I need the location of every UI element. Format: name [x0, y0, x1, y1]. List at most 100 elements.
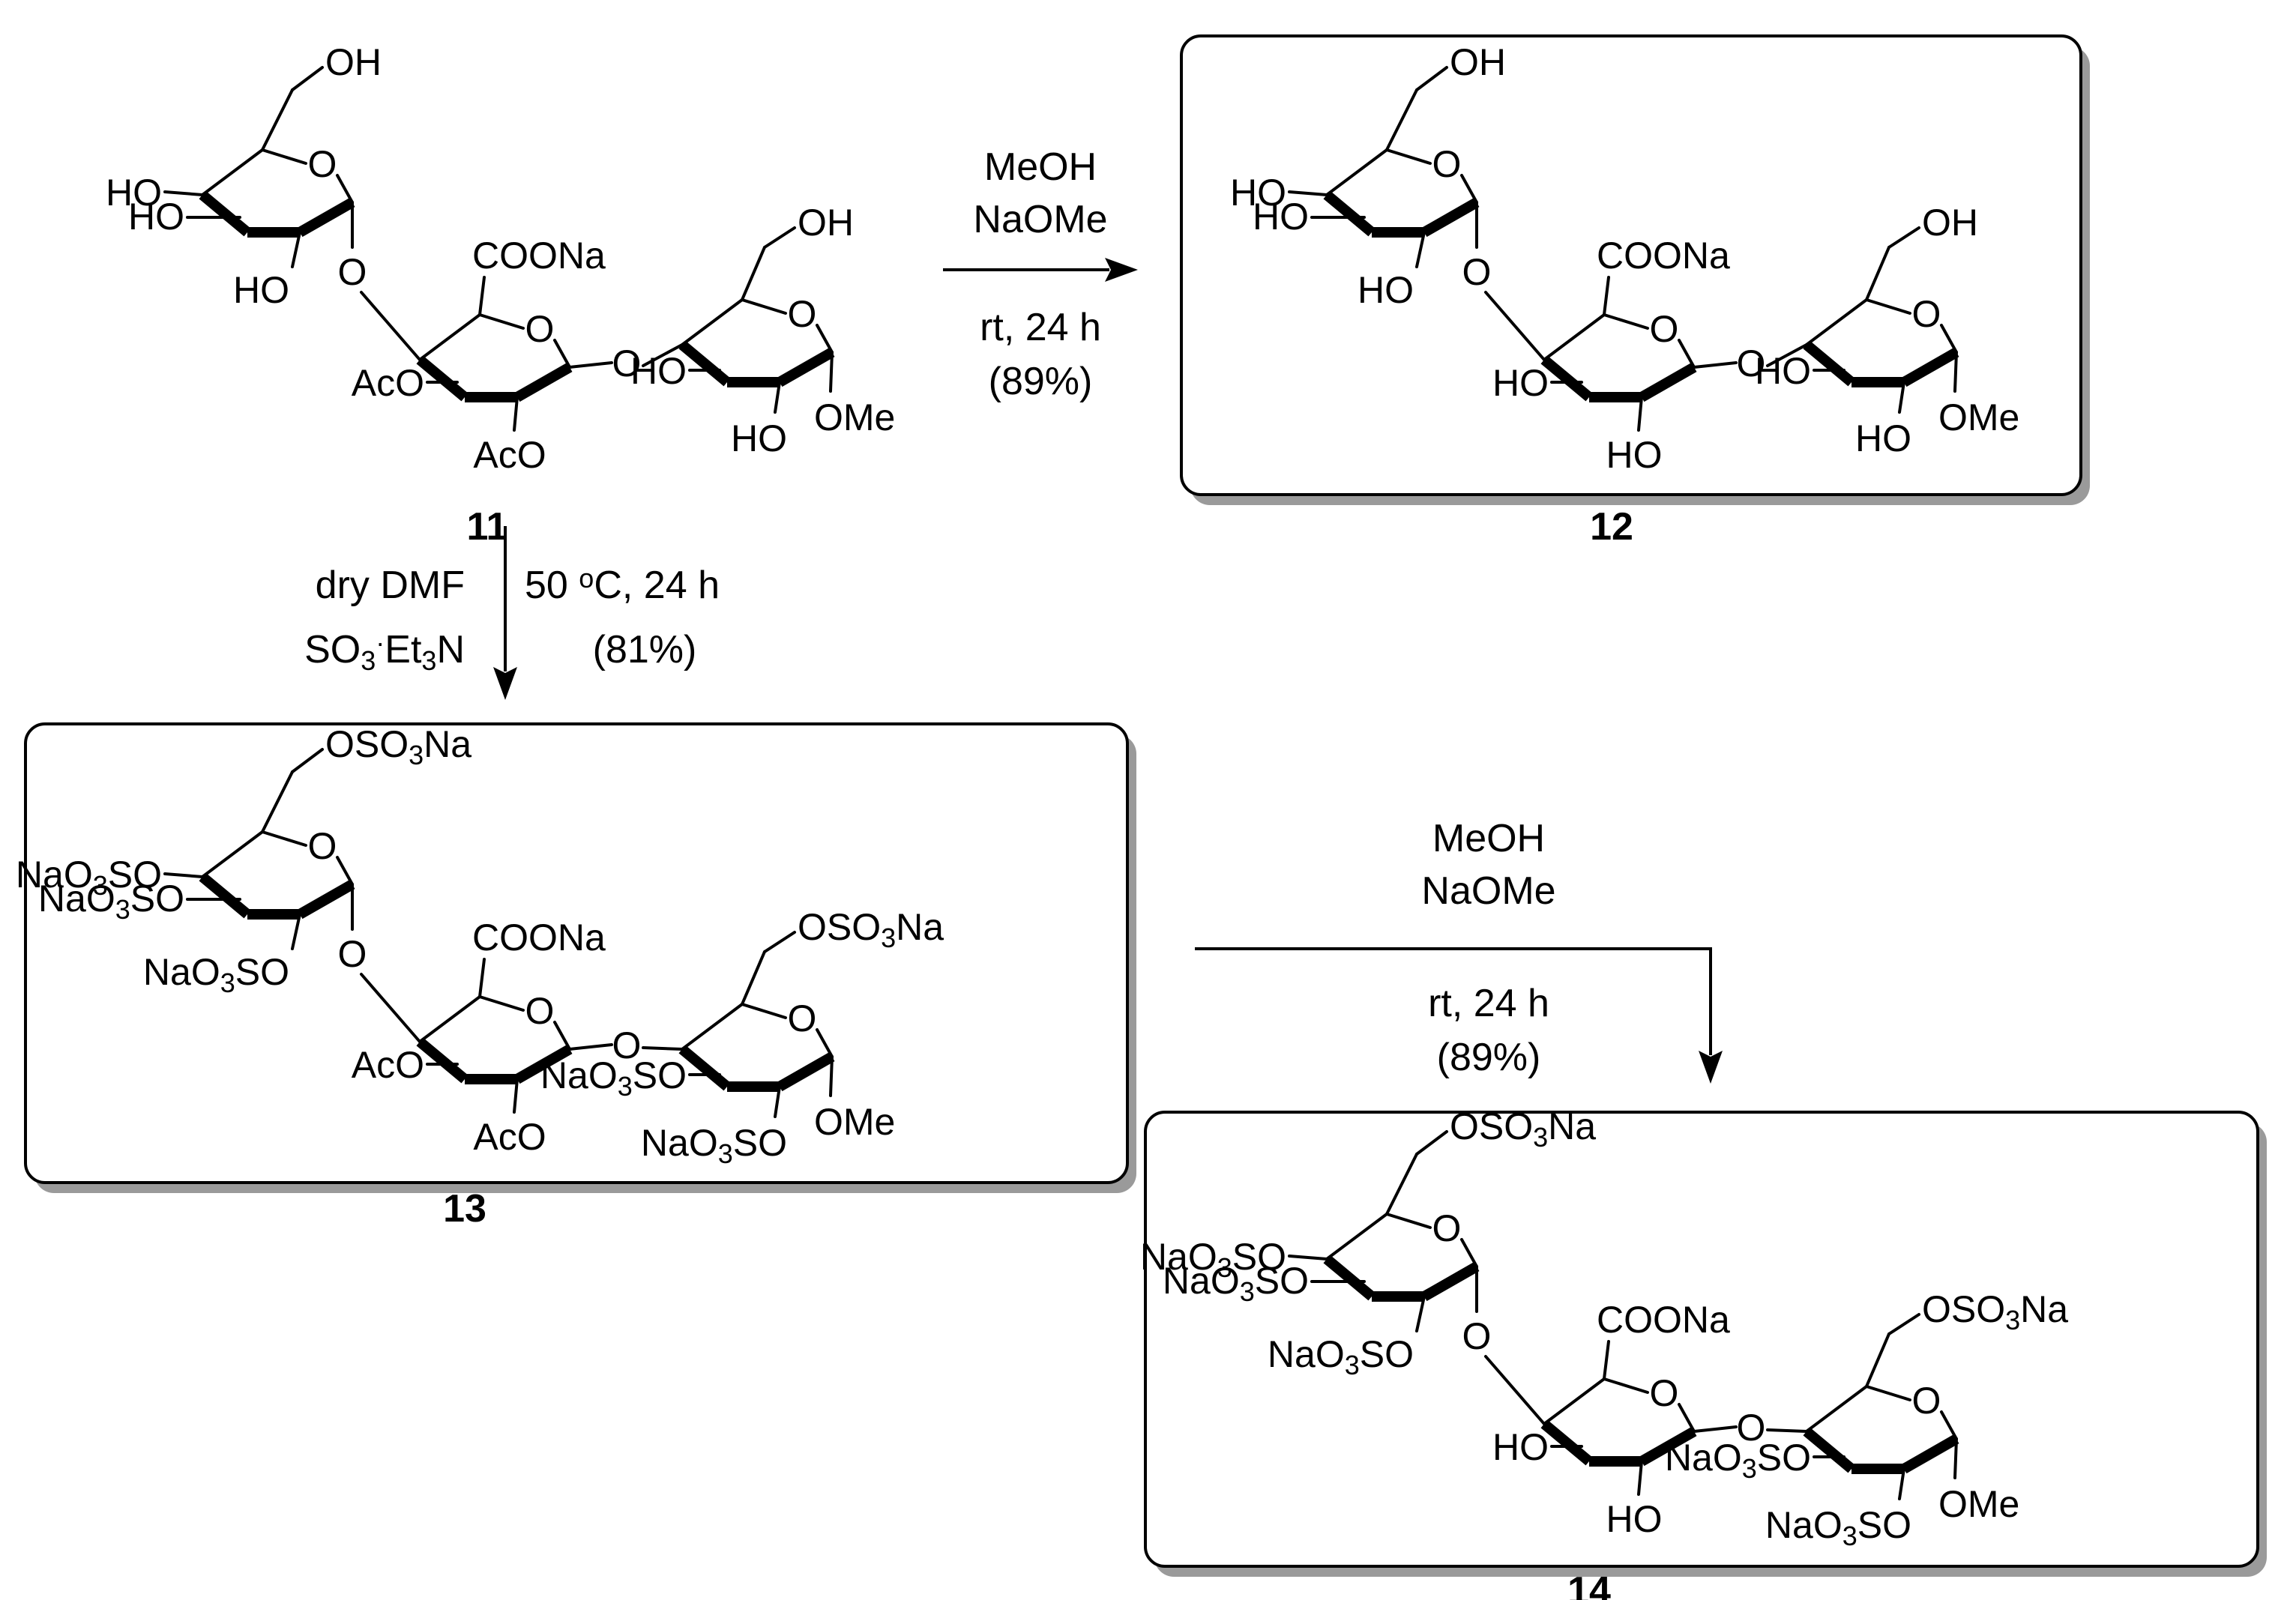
ring-front-bond	[1639, 1426, 1697, 1467]
c6-bond	[741, 950, 766, 1006]
c2-o-bond	[1415, 231, 1426, 268]
methoxy-label: OMe	[1938, 396, 2019, 438]
c6-substituent-label: OSO3Na	[325, 723, 471, 770]
c3-substituent-label: NaO3SO	[38, 878, 184, 925]
anomeric-ome-bond	[829, 1055, 834, 1097]
carboxylate-bond	[478, 276, 486, 316]
glycosidic-oxygen-label: O	[338, 251, 367, 293]
c6-substituent-label: OSO3Na	[1450, 1105, 1596, 1153]
ring-bond	[1805, 298, 1868, 346]
glycosidic-oxygen-label: O	[1462, 1315, 1492, 1357]
c6-substituent-label: OH	[325, 41, 382, 83]
c2-substituent-label: NaO3SO	[143, 951, 289, 998]
carboxylate-bond	[478, 958, 486, 998]
c6-bond	[261, 770, 294, 833]
anomeric-ome-bond	[829, 351, 834, 393]
c2-substituent-label: AcO	[473, 1116, 546, 1158]
ring-oxygen-label: O	[308, 825, 337, 867]
link-bond	[1766, 1428, 1808, 1433]
ring-oxygen-label: O	[525, 990, 555, 1032]
c2-o-bond	[291, 231, 301, 268]
reagent-methanol: MeOH	[1432, 817, 1545, 860]
conditions-11-to-13: dry DMF SO3·Et3N 50 oC, 24 h (81%)	[304, 563, 720, 676]
ring-front-bond	[678, 340, 731, 387]
methoxy-label: OMe	[814, 1101, 895, 1143]
ring-front-bond	[777, 347, 835, 387]
arrow-11-to-12	[943, 258, 1138, 282]
ring-bond	[1325, 148, 1388, 196]
anomeric-ome-bond	[1953, 1437, 1958, 1479]
c6-bond	[741, 246, 766, 301]
ring-bond	[816, 324, 834, 354]
glycosidic-oxygen-label: O	[612, 1024, 642, 1066]
c6-o-bond	[763, 226, 796, 249]
link-bond	[1766, 343, 1808, 367]
c2-substituent-label: HO	[1358, 269, 1414, 311]
reagent-sodium-methoxide: NaOMe	[1421, 869, 1555, 913]
ring-bond	[418, 995, 481, 1043]
ring-oxygen-label: O	[1650, 308, 1679, 350]
reaction-conditions: rt, 24 h	[980, 306, 1101, 349]
link-bond	[642, 343, 684, 367]
ring-front-bond	[416, 355, 468, 402]
c6-o-bond	[291, 748, 324, 773]
c2-substituent-label: NaO3SO	[1268, 1333, 1414, 1380]
ring-bond	[201, 148, 264, 196]
c2-substituent-label: NaO3SO	[641, 1122, 787, 1169]
ring-oxygen-label: O	[525, 308, 555, 350]
arrow-13-to-14	[1195, 947, 1723, 1084]
ring-bond	[1460, 174, 1478, 204]
compound-number: 13	[443, 1187, 486, 1231]
ring-bond	[261, 830, 307, 847]
c2-o-bond	[1637, 396, 1643, 432]
ring-bond	[478, 995, 525, 1012]
ring-front-bond	[1540, 1419, 1593, 1466]
reaction-yield: (89%)	[1437, 1036, 1541, 1079]
ring-front-bond	[514, 362, 573, 402]
ring-bond	[741, 1003, 787, 1019]
beta-glycosidic-bond	[1693, 1425, 1738, 1433]
ring-bond	[1543, 313, 1606, 361]
glycosidic-oxygen-label: O	[1462, 251, 1492, 293]
ring-bond	[1543, 1377, 1606, 1425]
link-bond	[1484, 291, 1546, 361]
ring-bond	[1460, 1238, 1478, 1268]
c3-substituent-label: NaO3SO	[1665, 1437, 1811, 1484]
c6-substituent-label: OH	[1450, 41, 1506, 83]
c2-o-bond	[1898, 1467, 1905, 1500]
ring-front-bond	[514, 1044, 573, 1084]
conditions-13-to-14: MeOH NaOMe rt, 24 h (89%)	[1421, 817, 1555, 1079]
ring-bond	[336, 856, 354, 886]
ring-bond	[553, 339, 571, 369]
ring-bond	[1865, 298, 1911, 315]
c2-substituent-label: HO	[233, 269, 289, 311]
product-box-13	[24, 722, 1136, 1193]
ring-bond	[1603, 1377, 1649, 1394]
c4-o-bond	[1288, 190, 1328, 196]
beta-glycosidic-bond	[568, 1043, 613, 1051]
carboxylate-label: COONa	[1597, 235, 1730, 277]
ring-front-bond	[1323, 1255, 1376, 1301]
link-bond	[360, 973, 421, 1043]
ring-front-bond	[1323, 190, 1376, 237]
c4-substituent-label: HO	[106, 172, 162, 214]
beta-glycosidic-bond	[568, 361, 613, 369]
ring-front-bond	[199, 872, 251, 919]
ring-front-bond	[297, 197, 355, 238]
ring-bond	[1603, 313, 1649, 330]
compound-number: 14	[1567, 1569, 1611, 1600]
ring-bond	[201, 830, 264, 878]
beta-glycosidic-bond	[1693, 361, 1738, 369]
ring-bond	[1678, 1403, 1696, 1433]
ring-bond	[681, 1003, 744, 1051]
ring-bond	[1385, 1213, 1432, 1229]
ring-bond	[1940, 324, 1958, 354]
c2-o-bond	[774, 381, 781, 414]
reagent-solvent: dry DMF	[316, 564, 465, 607]
reagent-sulfating-agent: SO3·Et3N	[304, 627, 465, 676]
ring-front-bond	[416, 1037, 468, 1084]
